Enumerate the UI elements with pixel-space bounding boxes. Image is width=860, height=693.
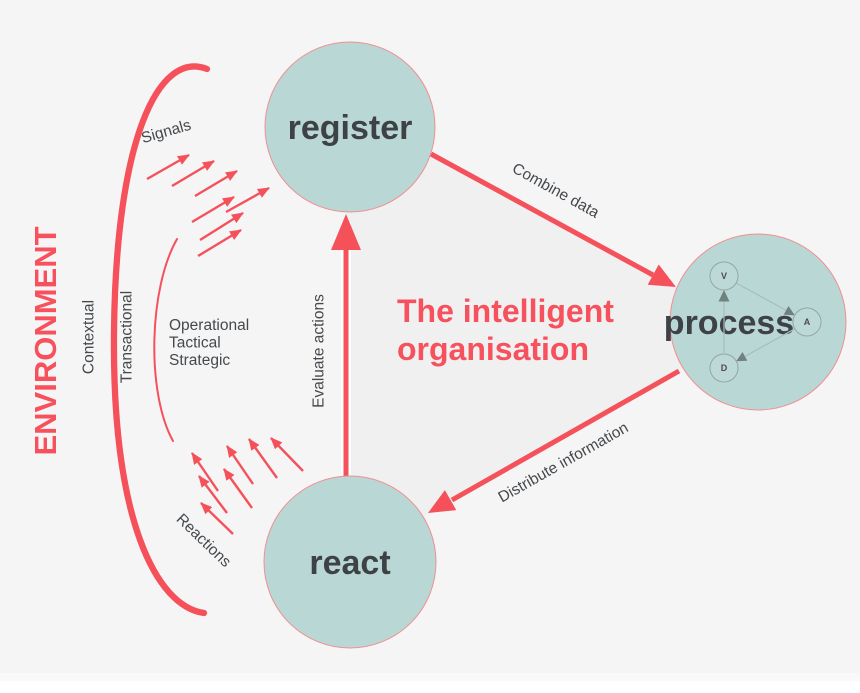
vad-cycle: V A D xyxy=(709,261,822,383)
bottom-fade xyxy=(0,681,860,693)
signal-arrow xyxy=(197,228,242,258)
signal-arrow xyxy=(146,153,190,181)
a-node-circle xyxy=(792,307,822,337)
layer-tactical: Tactical xyxy=(169,335,221,352)
layer-operational: Operational xyxy=(169,317,249,334)
a-to-d-line xyxy=(744,328,796,357)
organisation-layers-text: Operational Tactical Strategic xyxy=(169,317,249,369)
inner-boundary-arc xyxy=(153,238,178,442)
v-to-a-arrowhead xyxy=(783,306,795,316)
v-node-label: V xyxy=(721,271,727,281)
combine-data-arrow xyxy=(429,151,676,287)
register-label: register xyxy=(288,109,413,147)
v-node-circle xyxy=(709,261,739,291)
distribute-information-arrow xyxy=(428,368,681,513)
react-circle xyxy=(263,475,437,649)
d-node-label: D xyxy=(721,363,728,373)
signal-arrow xyxy=(225,186,270,214)
process-label: process xyxy=(664,304,794,342)
bottom-fade-soft xyxy=(0,673,860,681)
evaluate-actions-label: Evaluate actions xyxy=(310,294,327,408)
v-to-a-line xyxy=(735,282,787,312)
arrow-head xyxy=(331,214,361,250)
signal-arrow xyxy=(191,195,235,224)
diagram-title: The intelligent organisation xyxy=(397,293,614,367)
reaction-arrow xyxy=(200,502,234,535)
node-react: react xyxy=(263,475,437,649)
environment-label: ENVIRONMENT xyxy=(28,226,63,455)
signal-arrow xyxy=(194,169,238,198)
d-to-v-arrowhead xyxy=(718,290,730,302)
register-circle xyxy=(264,41,436,213)
signal-arrow xyxy=(171,159,215,188)
reaction-arrow xyxy=(223,468,253,509)
reaction-arrow xyxy=(270,437,304,472)
arrow-head xyxy=(647,264,676,287)
a-to-d-arrowhead xyxy=(736,352,748,362)
node-process: process V A D xyxy=(664,233,847,411)
react-label: react xyxy=(309,544,390,582)
reaction-arrow xyxy=(248,438,278,479)
d-node-circle xyxy=(709,353,739,383)
title-line-1: The intelligent xyxy=(397,293,614,329)
contextual-label: Contextual xyxy=(80,300,97,374)
layer-strategic: Strategic xyxy=(169,352,230,369)
arrow-head xyxy=(428,490,457,513)
node-register: register xyxy=(264,41,436,213)
evaluate-actions-arrow xyxy=(331,214,361,480)
a-node-label: A xyxy=(804,317,811,327)
title-line-2: organisation xyxy=(397,331,589,367)
inner-triangle-shade xyxy=(346,113,752,562)
environment-brace-arc xyxy=(110,63,211,617)
arrow-shaft xyxy=(429,151,655,278)
reaction-arrow xyxy=(226,445,254,485)
arrow-shaft xyxy=(450,368,681,503)
transactional-label: Transactional xyxy=(118,291,135,383)
signals-arrows xyxy=(146,153,270,258)
reactions-arrows xyxy=(191,437,304,535)
reaction-arrow xyxy=(191,452,219,492)
signal-arrow xyxy=(199,211,244,242)
reaction-arrow xyxy=(198,475,228,514)
